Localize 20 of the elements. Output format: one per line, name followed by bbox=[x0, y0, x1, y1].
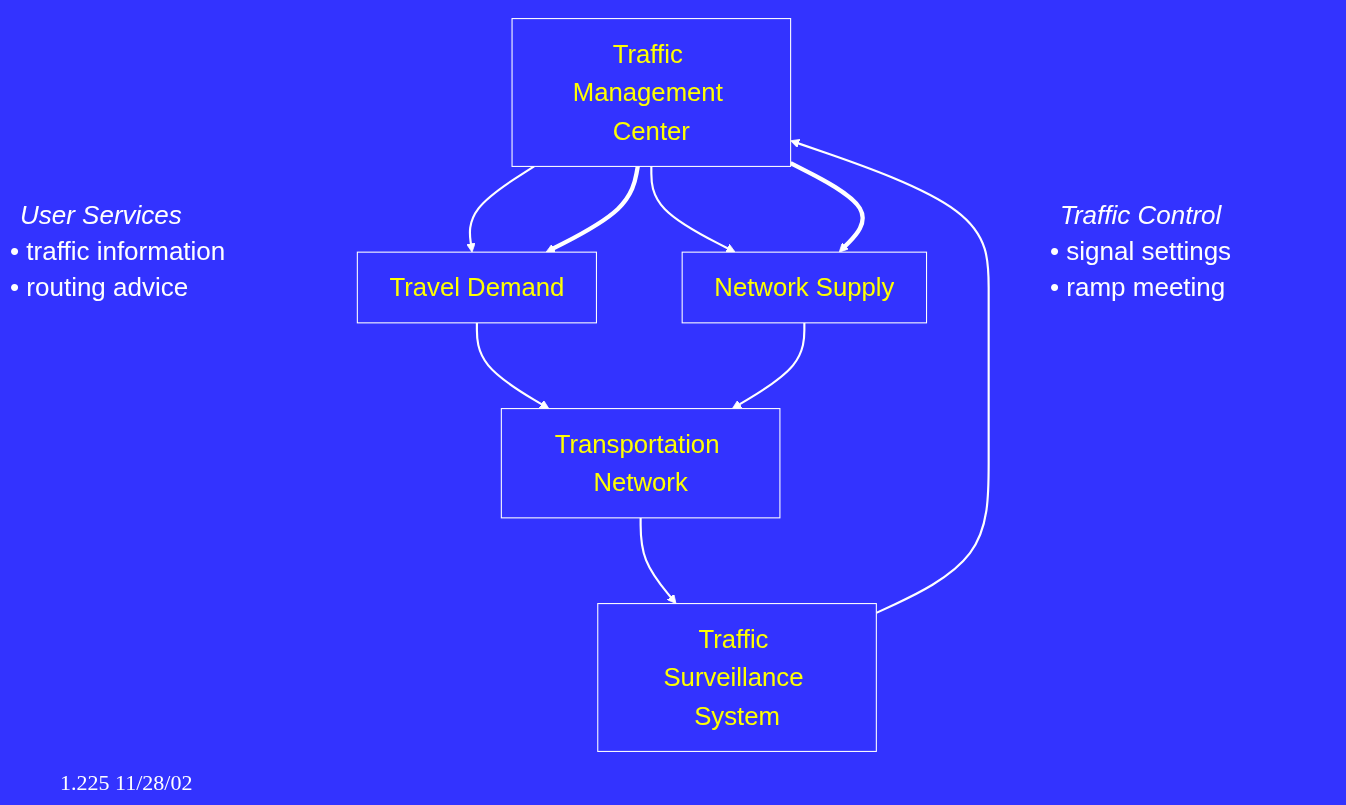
heading-text: User Services bbox=[20, 200, 182, 231]
arrow bbox=[639, 517, 677, 604]
bullet-text: • ramp meeting bbox=[1050, 272, 1226, 303]
node-box: Transportation Network bbox=[500, 408, 781, 519]
node-box: Traffic Surveillance System bbox=[597, 603, 877, 752]
heading-text: Traffic Control bbox=[1060, 200, 1222, 231]
arrow bbox=[790, 139, 990, 614]
arrow bbox=[466, 165, 535, 253]
node-box: Travel Demand bbox=[356, 251, 597, 324]
arrow bbox=[475, 322, 550, 409]
arrow bbox=[789, 161, 865, 253]
footer-note: 1.225 11/28/02 bbox=[60, 770, 193, 796]
bullet-text: • traffic information bbox=[10, 236, 226, 267]
node-box: Network Supply bbox=[681, 251, 928, 324]
node-box: Traffic Management Center bbox=[511, 18, 792, 167]
arrow bbox=[650, 166, 736, 253]
arrow bbox=[545, 166, 640, 253]
arrow bbox=[731, 322, 806, 409]
bullet-text: • routing advice bbox=[10, 272, 189, 303]
bullet-text: • signal settings bbox=[1050, 236, 1232, 267]
